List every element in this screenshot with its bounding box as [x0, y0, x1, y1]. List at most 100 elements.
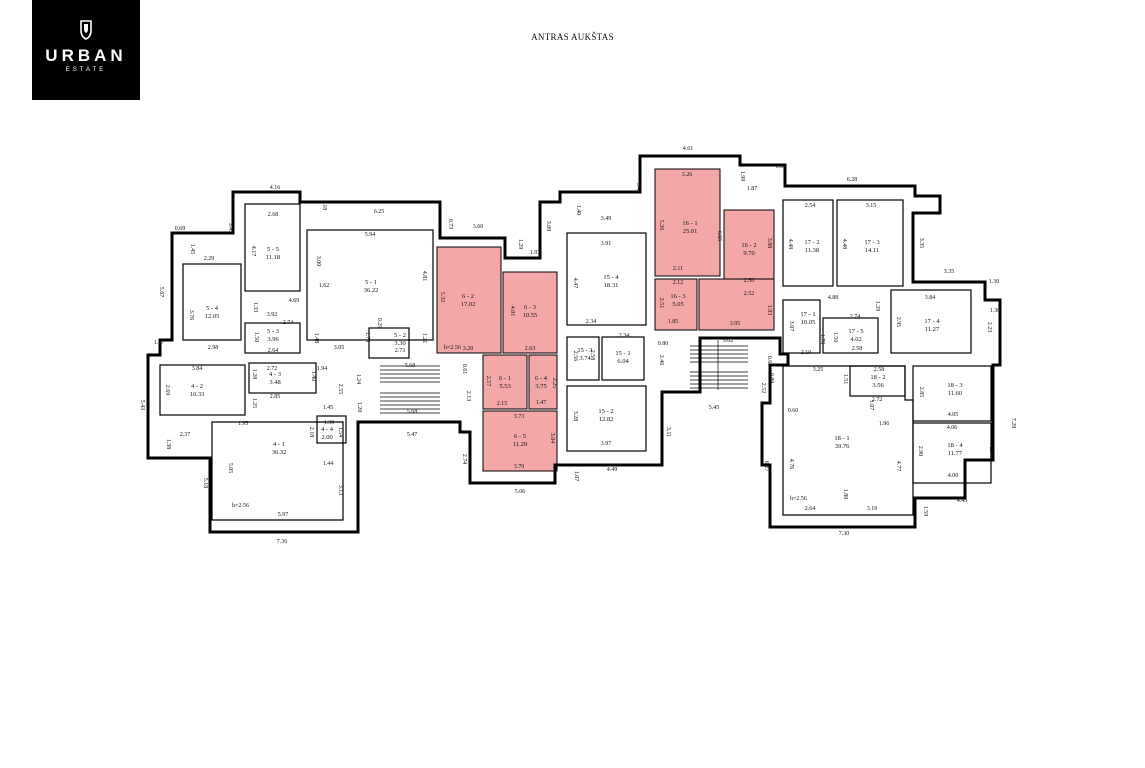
dimension-label: 2.74: [850, 314, 861, 320]
dimension-label: 2.54: [805, 203, 816, 209]
dimension-label: 5.67: [158, 287, 164, 298]
dimension-label: 4.47: [572, 278, 578, 289]
room-id: 18 - 2: [870, 374, 885, 381]
dimension-label: 1.54: [337, 427, 343, 438]
room-area: 12.82: [599, 416, 614, 423]
dimension-label: 7.29: [1010, 418, 1016, 429]
dimension-label: 1.44: [323, 461, 334, 467]
dimension-label: 3.95: [730, 321, 741, 327]
dimension-label: 2.23: [986, 322, 992, 333]
room-id: 15 - 1: [615, 350, 630, 357]
dimension-label: 1.45: [189, 244, 195, 255]
room-id: 15 - 3: [577, 347, 592, 354]
dimension-label: 2.72: [267, 366, 278, 372]
room-id: 4 - 3: [269, 371, 281, 378]
interior-walls: [159, 199, 992, 521]
dimension-label: 1.87: [747, 186, 758, 192]
logo-mark-icon: [80, 20, 92, 40]
room-id: 5 - 2: [394, 332, 406, 339]
dimension-label: 2.12: [673, 280, 684, 286]
dimension-label: 3.04: [549, 433, 555, 444]
dimension-label: 3.19: [867, 506, 878, 512]
room-area: 5.53: [499, 383, 510, 390]
dimension-label: 2.68: [268, 212, 279, 218]
dimension-label: 3.84: [192, 366, 203, 372]
room-area: 11.38: [805, 247, 819, 254]
room-id: 6 - 2: [462, 293, 474, 300]
dimension-label: 5.68: [405, 363, 416, 369]
dimension-label: 1.30: [990, 308, 1001, 314]
dimension-label: 2.11: [673, 266, 683, 272]
dimension-label: 2.15: [497, 401, 508, 407]
dimension-label: 4.77: [895, 461, 901, 472]
room-6-2-fill: [436, 246, 502, 354]
dimension-label: 3.92: [267, 312, 278, 318]
room-id: 5 - 5: [267, 246, 279, 253]
dimension-label: 1.50: [253, 332, 259, 343]
room-area: 25.01: [683, 228, 698, 235]
room-16-2-fill: [723, 209, 775, 288]
dimension-label: 3.70: [514, 464, 525, 470]
dimension-label: 1.45: [323, 405, 334, 411]
room-id: 4 - 2: [191, 383, 203, 390]
room-area: 12.05: [205, 313, 220, 320]
logo-sub-text: ESTATE: [65, 67, 107, 73]
dimension-label: 1.33: [252, 302, 258, 313]
logo-brand-text: URBAN: [45, 46, 127, 65]
dimension-label: 3.35: [944, 269, 955, 275]
dimension-label: 2.18: [308, 427, 314, 438]
dimension-label: 1.30: [989, 279, 1000, 285]
dimension-label: 5.18: [202, 478, 208, 489]
page-title: ANTRAS AUKŠTAS: [531, 32, 614, 42]
dimension-label: 2.13: [465, 391, 471, 402]
dimension-label: 1.24: [355, 374, 361, 385]
dimension-label: 6.28: [847, 177, 858, 183]
room-area: 3.30: [394, 340, 405, 347]
dimension-label: 5.97: [278, 512, 289, 518]
room-area: 36.32: [272, 449, 287, 456]
dimension-label: 4.48: [841, 239, 847, 250]
dimension-label: 1.48: [313, 333, 319, 344]
dimension-label: 1.28: [251, 369, 257, 380]
dimension-label: 3.00: [315, 256, 321, 267]
room-area: 11.60: [948, 390, 962, 397]
room-area: 4.02: [850, 336, 861, 343]
room-id: 17 - 2: [804, 239, 819, 246]
dimension-label: 5.68: [407, 409, 418, 415]
dimension-label: 5.45: [709, 405, 720, 411]
dimension-label: 4.00: [948, 473, 959, 479]
ceiling-height: h=2.56: [444, 345, 461, 351]
room-area: 14.11: [865, 247, 879, 254]
room-id: 16 - 2: [741, 242, 756, 249]
dimension-label: 1.78: [819, 334, 825, 345]
dimension-label: 3.47: [227, 223, 233, 234]
dimension-label: 3.13: [337, 485, 343, 496]
room-16-3b-fill: [698, 278, 775, 331]
dimension-label: 1.97: [530, 250, 541, 256]
dimension-label: 1.20: [356, 402, 362, 413]
room-area: 3.48: [269, 379, 280, 386]
dimension-label: 4.48: [787, 239, 793, 250]
ceiling-height: h=2.56: [790, 496, 807, 502]
room-area: 10.33: [190, 391, 205, 398]
dimension-label: 1.62: [319, 283, 330, 289]
room-area: 3.75: [535, 383, 546, 390]
room-id: 4 - 4: [321, 426, 334, 433]
room-area: 11.29: [513, 441, 527, 448]
dimension-label: 2.58: [874, 367, 885, 373]
dimension-label: 1.51: [842, 374, 848, 385]
dimension-label: 1.99: [739, 171, 745, 182]
dimension-label: 1.93: [766, 305, 772, 316]
dimension-label: 2.37: [180, 432, 191, 438]
dimension-label: 3.05: [334, 345, 345, 351]
dimension-label: 2.58: [852, 346, 863, 352]
dimension-label: 6.65: [716, 231, 722, 242]
dimension-label: 0.60: [788, 408, 799, 414]
dimension-label: 2.74: [283, 320, 294, 326]
room-id: 18 - 4: [947, 442, 963, 449]
room-id: 5 - 1: [365, 279, 377, 286]
dimension-label: 1.21: [421, 333, 427, 344]
dimension-label: 1.96: [879, 421, 890, 427]
